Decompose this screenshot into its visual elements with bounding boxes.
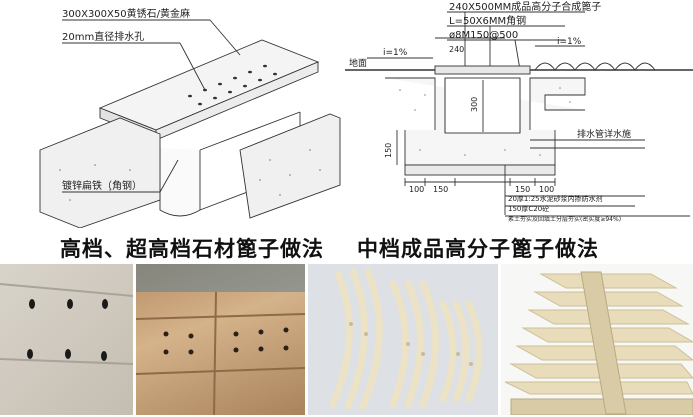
paving-stones: [534, 62, 656, 71]
channel-body: [159, 148, 201, 217]
caption-polymer-method: 中档成品高分子篦子做法: [357, 237, 599, 261]
label-side-l1: 100: [409, 185, 424, 194]
label-ground: 地面: [349, 57, 367, 69]
label-drain-pipe: 排水管详水施: [577, 128, 631, 140]
section-svg: 240X500MM成品高分子合成篦子 L=50X6MM角钢 ø8M150@500…: [345, 0, 693, 223]
label-soil: 素土夯实及回填土分层夯实(密实度≥94%): [508, 215, 621, 223]
label-side-r2: 100: [539, 185, 554, 194]
label-angle-steel: L=50X6MM角钢: [449, 14, 526, 27]
polymer-grate-section-drawing: 240X500MM成品高分子合成篦子 L=50X6MM角钢 ø8M150@500…: [345, 0, 693, 228]
grey-stone-svg: [0, 283, 133, 365]
label-rebar: ø8M150@500: [449, 30, 518, 41]
label-mortar: 20厚1:25水泥砂浆内掺防水剂: [508, 194, 603, 203]
label-drain-hole: 20mm直径排水孔: [62, 30, 144, 43]
label-galvanized-steel: 镀锌扁铁（角钢）: [62, 179, 142, 192]
base-layer: [404, 164, 556, 176]
caption-stone-method: 高档、超高档石材篦子做法: [60, 237, 324, 261]
stone-grate-isometric-drawing: 300X300X50黄锈石/黄金麻 20mm直径排水孔 镀锌扁铁（角钢）: [0, 0, 345, 229]
label-base-thickness: 150: [384, 143, 393, 158]
photo-stone-grate-grey: [0, 264, 133, 415]
label-slope-right: i=1%: [557, 37, 582, 47]
ground-block-right: [239, 113, 341, 219]
label-side-l2: 150: [433, 185, 448, 194]
photo-stone-grate-warm: [136, 264, 305, 415]
label-stone-spec: 300X300X50黄锈石/黄金麻: [62, 7, 190, 20]
curved-grates-svg: [308, 264, 498, 415]
label-width: 240: [449, 45, 464, 54]
photo-polymer-straight-grate: [501, 264, 693, 415]
photo-polymer-curved-grates: [308, 264, 498, 415]
grate-section: [434, 65, 531, 75]
label-concrete: 150厚C20砼: [508, 204, 549, 213]
label-polymer-grate: 240X500MM成品高分子合成篦子: [449, 0, 601, 13]
straight-grate-svg: [504, 271, 693, 415]
drain-holes: [188, 64, 277, 106]
isometric-svg: 300X300X50黄锈石/黄金麻 20mm直径排水孔 镀锌扁铁（角钢）: [39, 7, 341, 229]
ground-block-left: [39, 117, 161, 229]
label-depth: 300: [470, 97, 479, 112]
label-slope-left: i=1%: [383, 48, 408, 58]
label-side-r1: 150: [515, 185, 530, 194]
warm-stone-svg: [136, 264, 305, 415]
